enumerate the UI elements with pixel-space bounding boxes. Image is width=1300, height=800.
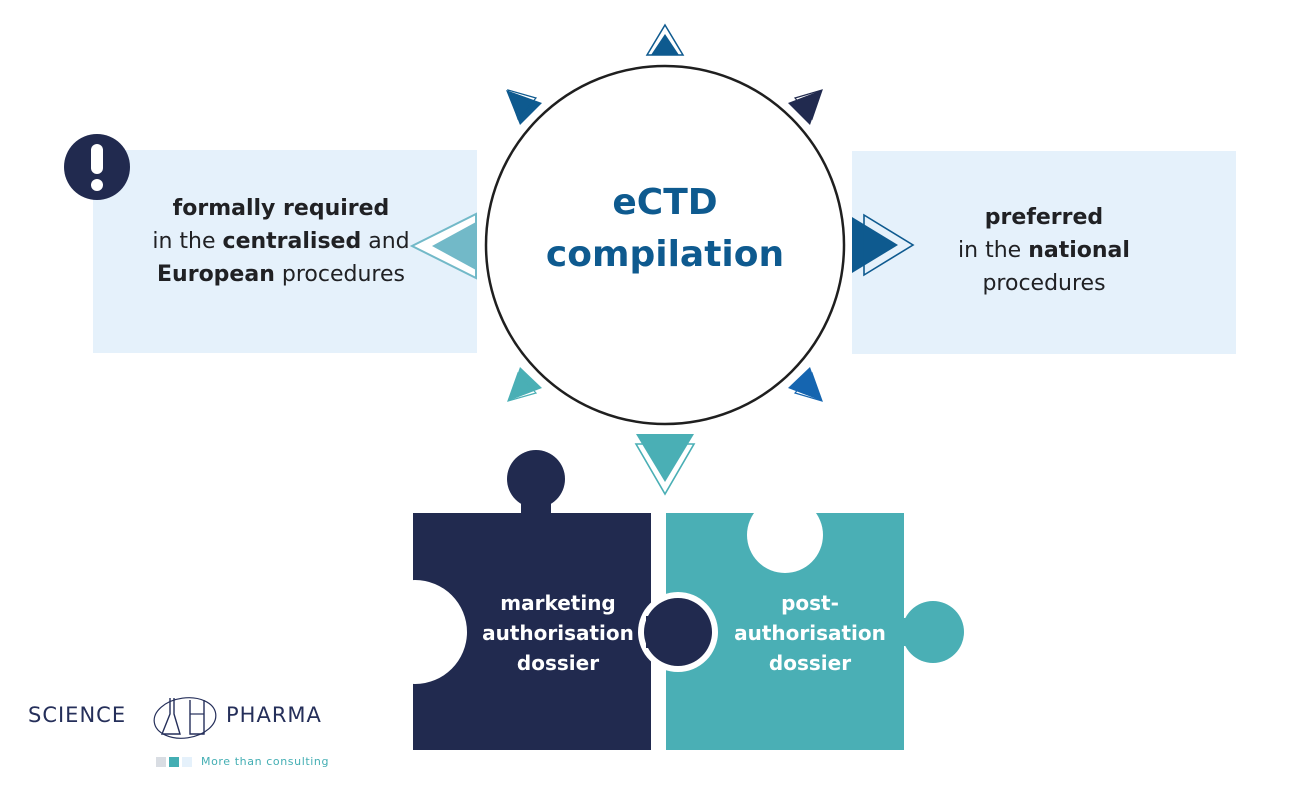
right-box-line2-pre: in the	[958, 238, 1029, 263]
left-info-box: formally required in the centralised and…	[93, 150, 477, 353]
arrow-bottomleft-icon	[507, 367, 542, 402]
logo-square-2	[169, 757, 179, 767]
arrow-down-icon	[634, 434, 696, 496]
logo-tagline: More than consulting	[201, 755, 330, 768]
pad-line1: post-	[781, 591, 839, 615]
left-box-line1: formally required	[172, 196, 390, 221]
right-info-box: preferred in the national procedures	[852, 151, 1236, 354]
right-box-line3: procedures	[982, 271, 1106, 296]
pad-line2: authorisation	[734, 621, 886, 645]
logo-word-right: PHARMA	[226, 703, 322, 727]
right-box-text: preferred in the national procedures	[852, 201, 1236, 300]
marketing-authorisation-label: marketing authorisation dossier	[470, 588, 646, 678]
left-box-line2-post: and	[361, 229, 410, 254]
arrow-left-icon	[409, 212, 477, 280]
left-box-line3-bold: European	[157, 262, 275, 287]
puzzle-piece-marketing	[363, 450, 712, 750]
logo-square-3	[182, 757, 192, 767]
center-circle	[484, 64, 846, 426]
logo-square-1	[156, 757, 166, 767]
left-box-line2-pre: in the	[152, 229, 223, 254]
mad-line2: authorisation	[482, 621, 634, 645]
post-authorisation-label: post- authorisation dossier	[722, 588, 898, 678]
left-box-text: formally required in the centralised and…	[99, 192, 463, 291]
arrow-right-icon	[852, 213, 915, 277]
arrow-topright-icon	[788, 89, 823, 125]
center-title-line2: compilation	[545, 234, 785, 275]
mad-line3: dossier	[516, 651, 600, 675]
flask-logo-icon	[153, 697, 217, 739]
arrow-topleft-icon	[506, 89, 542, 125]
left-box-line2-bold: centralised	[222, 229, 362, 254]
arrow-bottomright-icon	[788, 367, 823, 402]
pad-line3: dossier	[768, 651, 852, 675]
center-title: eCTD compilation	[486, 177, 844, 281]
left-box-line3-post: procedures	[274, 262, 405, 287]
science-pharma-logo: SCIENCE PHARMA More than consulting	[28, 690, 348, 775]
right-box-line1: preferred	[984, 205, 1104, 230]
center-title-line1: eCTD	[612, 182, 718, 223]
right-box-line2-bold: national	[1028, 238, 1130, 263]
logo-word-left: SCIENCE	[28, 703, 127, 727]
arrow-up-icon	[645, 23, 685, 56]
mad-line1: marketing	[500, 591, 616, 615]
exclamation-icon	[64, 134, 130, 200]
puzzle-piece-post-authorisation	[638, 497, 964, 750]
